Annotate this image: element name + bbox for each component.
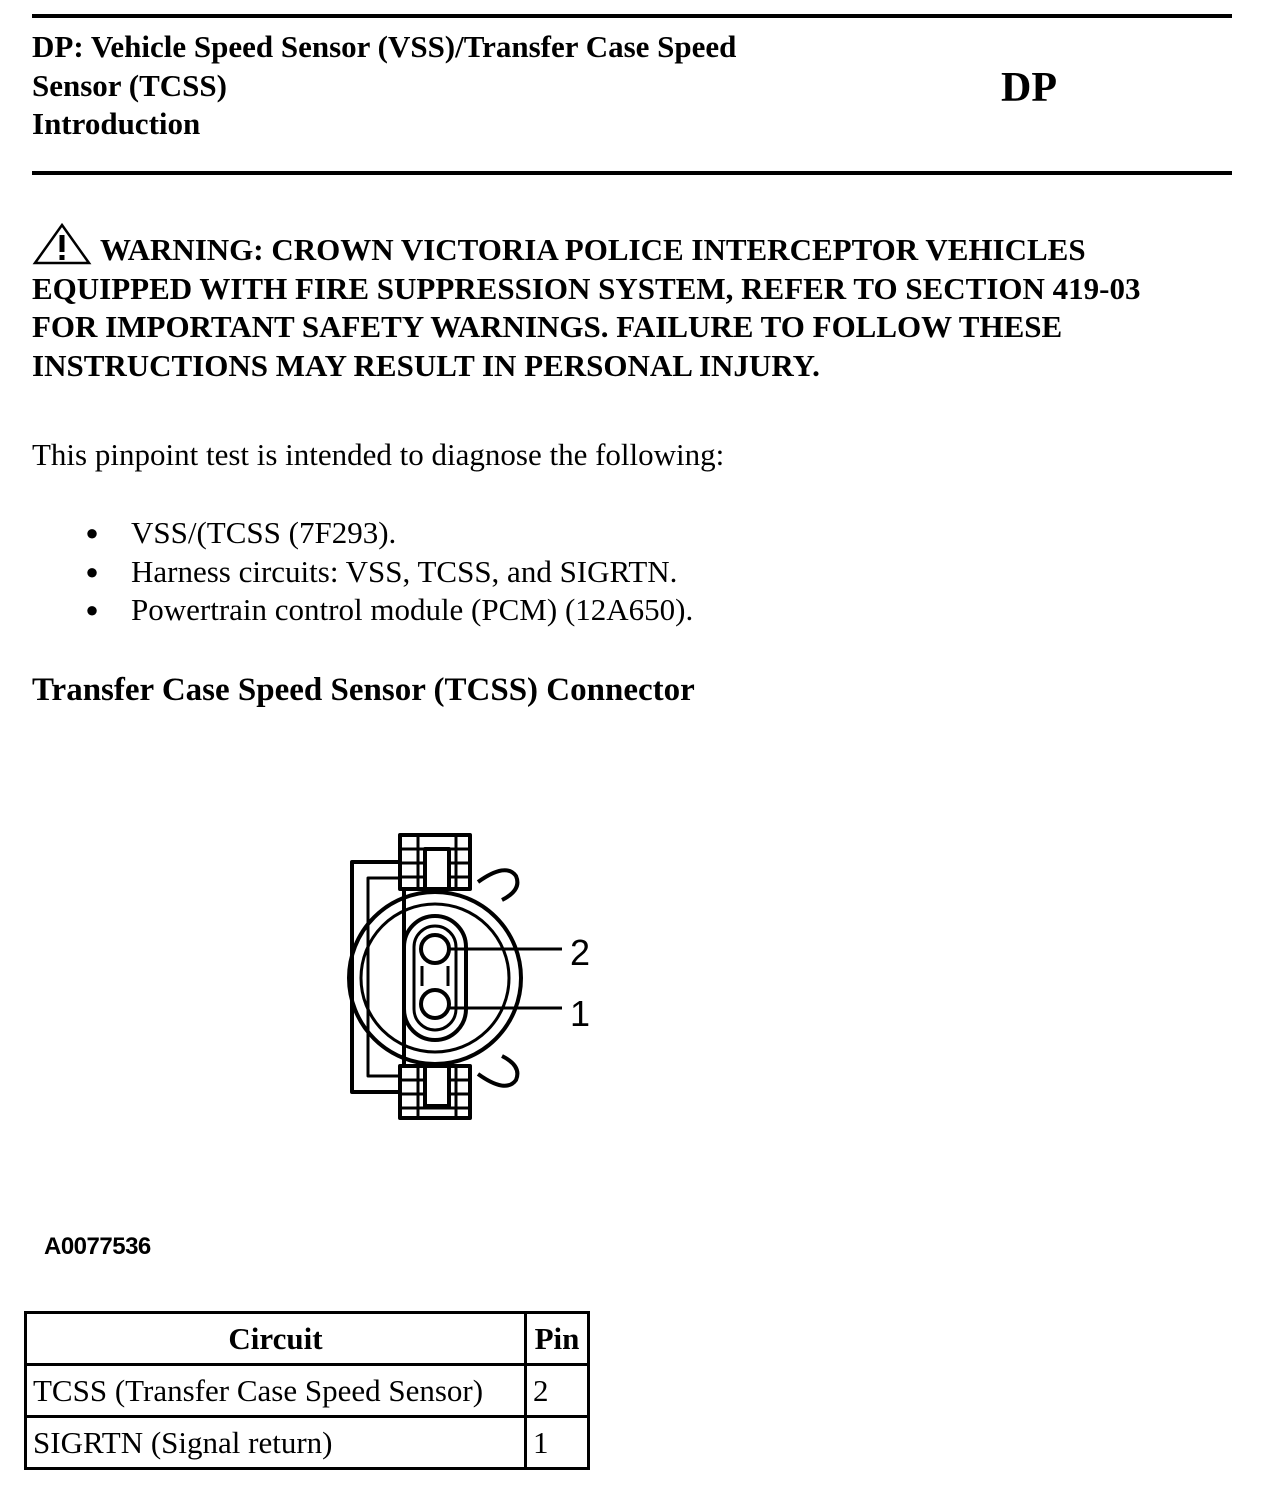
pin-cell: 2 <box>524 1363 590 1418</box>
terminal-cavity <box>402 914 468 1042</box>
warning-line: EQUIPPED WITH FIRE SUPPRESSION SYSTEM, R… <box>32 270 1141 306</box>
table-header-row: Circuit Pin <box>24 1311 590 1366</box>
header-bottom-rule <box>32 171 1232 175</box>
title-line: Introduction <box>32 106 201 141</box>
document-title: DP: Vehicle Speed Sensor (VSS)/Transfer … <box>32 28 892 144</box>
table-row: SIGRTN (Signal return) 1 <box>24 1415 590 1470</box>
column-header-circuit: Circuit <box>24 1311 527 1366</box>
intro-text: This pinpoint test is intended to diagno… <box>32 437 725 472</box>
pin-2-label: 2 <box>570 932 590 973</box>
connector-heading: Transfer Case Speed Sensor (TCSS) Connec… <box>32 672 695 708</box>
connector-diagram: 2 1 <box>347 833 590 1120</box>
table-row: TCSS (Transfer Case Speed Sensor) 2 <box>24 1363 590 1418</box>
bullet-icon: ● <box>85 558 99 584</box>
pin-cell: 1 <box>524 1415 590 1470</box>
bullet-icon: ● <box>85 597 99 622</box>
pin-1-label: 1 <box>570 993 590 1034</box>
column-header-pin: Pin <box>524 1311 590 1366</box>
header-top-rule <box>32 14 1232 18</box>
warning-line: FOR IMPORTANT SAFETY WARNINGS. FAILURE T… <box>32 309 1063 344</box>
warning-line: WARNING: CROWN VICTORIA POLICE INTERCEPT… <box>100 232 1086 267</box>
pin-1 <box>419 988 451 1020</box>
title-line: Sensor (TCSS) <box>32 67 227 103</box>
pin-table: Circuit Pin TCSS (Transfer Case Speed Se… <box>24 1311 590 1470</box>
title-line: DP: Vehicle Speed Sensor (VSS)/Transfer … <box>32 29 737 64</box>
pin-2 <box>419 933 451 965</box>
figure-id: A0077536 <box>44 1233 151 1260</box>
circuit-cell: TCSS (Transfer Case Speed Sensor) <box>24 1363 527 1418</box>
circuit-cell: SIGRTN (Signal return) <box>24 1415 527 1470</box>
warning-line: INSTRUCTIONS MAY RESULT IN PERSONAL INJU… <box>32 347 820 383</box>
bullet-icon: ● <box>85 520 99 545</box>
section-code: DP <box>1001 65 1057 111</box>
warning-triangle-icon <box>32 222 92 265</box>
safety-warning: WARNING: CROWN VICTORIA POLICE INTERCEPT… <box>32 222 1242 385</box>
